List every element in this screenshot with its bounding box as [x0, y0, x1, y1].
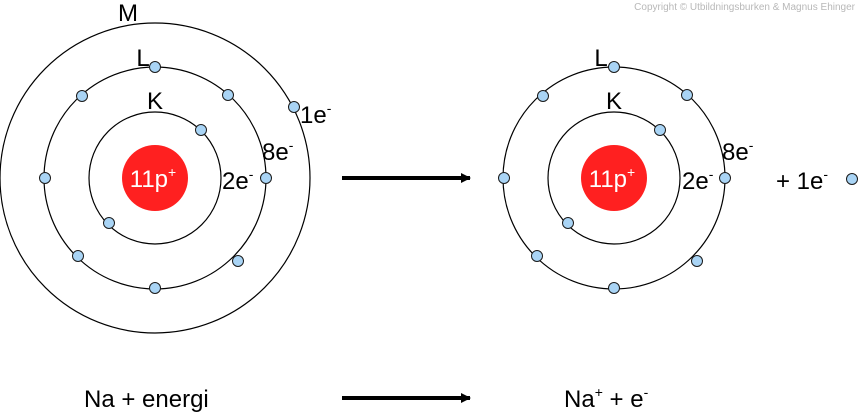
electron: [531, 250, 543, 262]
electron: [608, 282, 620, 294]
equation-right: Na+ + e-: [564, 384, 649, 413]
shell-l-label: L: [136, 45, 149, 72]
electron: [195, 124, 207, 136]
electron: [103, 217, 115, 229]
nucleus-label: 11p+: [130, 164, 176, 193]
electron: [72, 250, 84, 262]
shell-k: [88, 111, 222, 245]
l-count-label: 8e-: [722, 137, 754, 166]
shell-k-label: K: [147, 88, 163, 115]
sodium-ion: 11p+ L K 8e- 2e- + 1e-: [498, 45, 858, 294]
free-electron-label: + 1e-: [776, 166, 828, 195]
k-count-label: 2e-: [222, 166, 254, 195]
shell-k-label: K: [606, 88, 622, 115]
shell-k: [547, 111, 681, 245]
electron: [76, 90, 88, 102]
shell-m-label: M: [118, 0, 138, 27]
shell-l-label: L: [594, 45, 607, 72]
nucleus-label: 11p+: [589, 164, 635, 193]
electron: [232, 255, 244, 267]
nucleus: [122, 145, 188, 211]
nucleus: [581, 145, 647, 211]
electron: [691, 255, 703, 267]
copyright-text: Copyright © Utbildningsburken & Magnus E…: [634, 2, 855, 13]
free-electron: [846, 173, 858, 185]
electron: [498, 172, 510, 184]
electron: [681, 89, 693, 101]
electron: [260, 172, 272, 184]
electron: [719, 172, 731, 184]
electron: [288, 101, 300, 113]
shell-m: [0, 22, 311, 334]
equation-left: Na + energi: [84, 386, 209, 413]
l-count-label: 8e-: [262, 137, 294, 166]
m-count-label: 1e-: [300, 100, 332, 129]
electron: [39, 172, 51, 184]
electron: [562, 217, 574, 229]
electrons: [39, 61, 300, 294]
electron: [149, 61, 161, 73]
electron: [537, 90, 549, 102]
k-count-label: 2e-: [682, 166, 714, 195]
electron: [654, 124, 666, 136]
electron: [608, 61, 620, 73]
electron: [222, 89, 234, 101]
electrons: [498, 61, 731, 294]
sodium-atom: 11p+ M L K 1e- 8e- 2e-: [0, 0, 332, 334]
electron: [149, 282, 161, 294]
